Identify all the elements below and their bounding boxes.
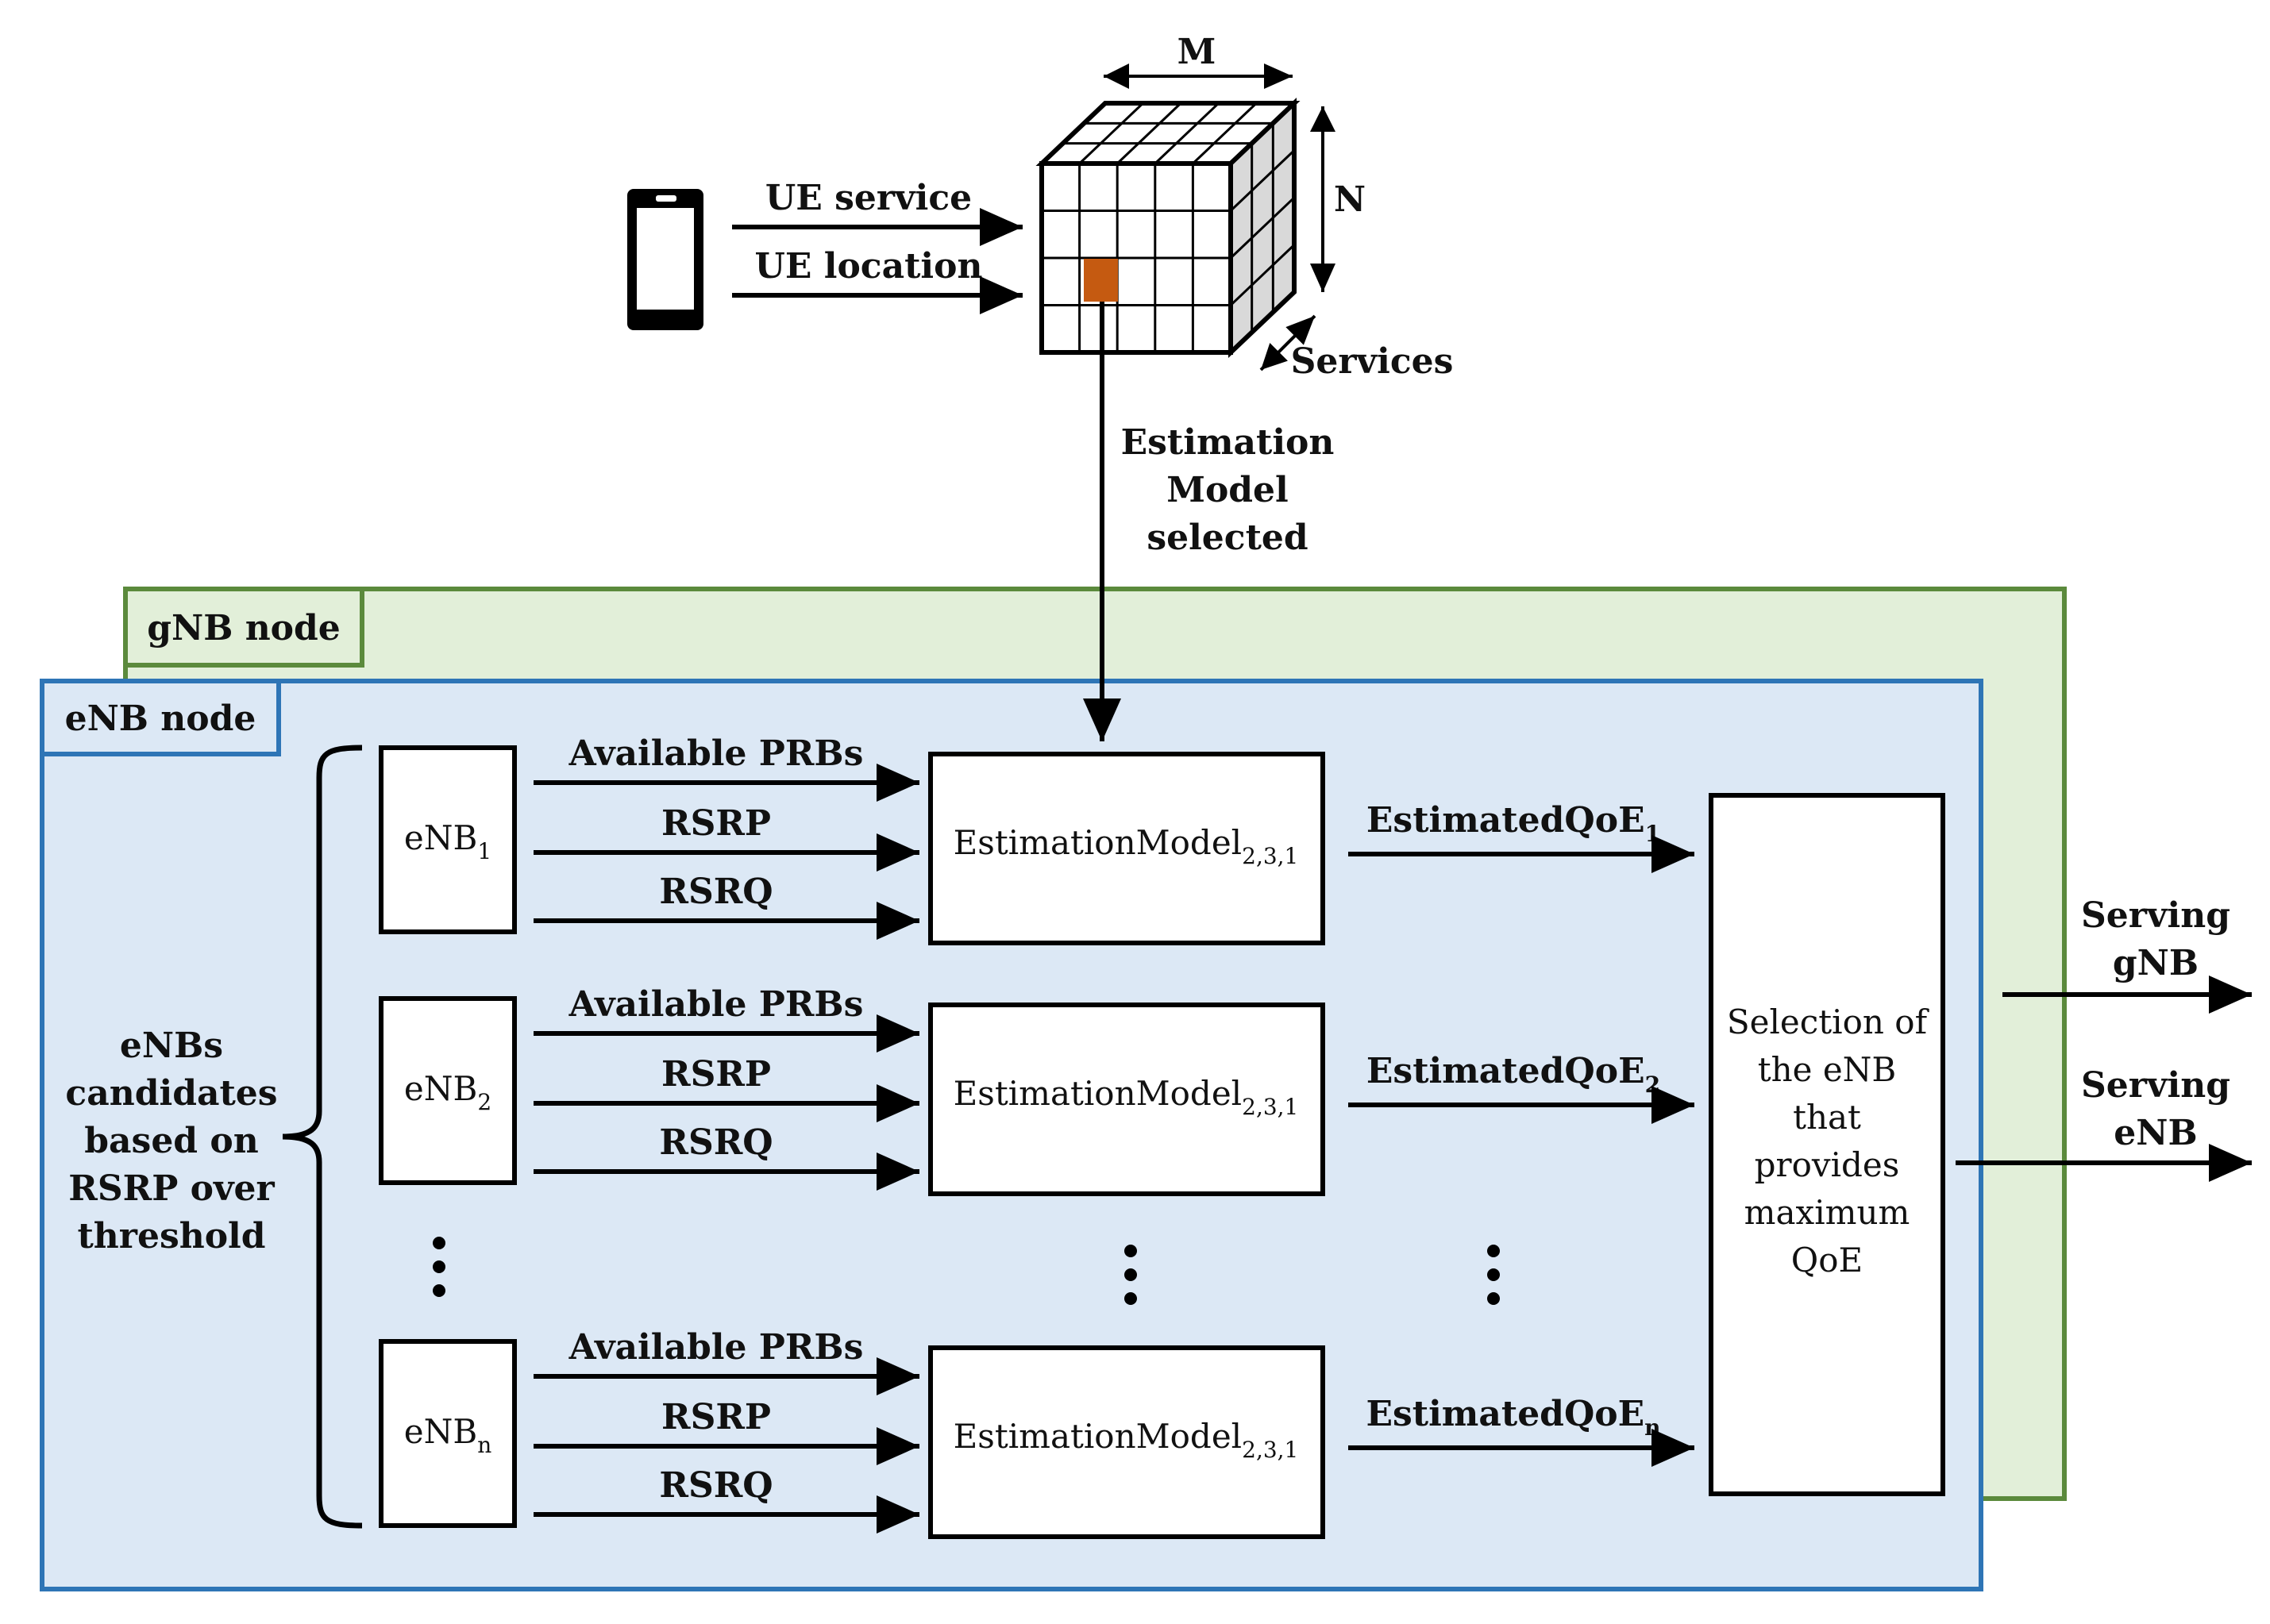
input-label: RSRP <box>661 1397 771 1437</box>
enb-box-label: eNB2 <box>404 1069 491 1115</box>
selection-box-line3: that <box>1793 1098 1861 1137</box>
estimation-model-label: EstimationModel2,3,1 <box>954 823 1299 869</box>
estimated-qoe-label: EstimatedQoEn <box>1366 1394 1660 1441</box>
selection-box <box>1709 793 1945 1496</box>
gnb-node-label-box <box>123 587 364 668</box>
serving-enb-line1: Serving <box>2081 1065 2230 1106</box>
enb-box-label: eNB1 <box>404 818 491 864</box>
selected-model-cell <box>1084 259 1118 302</box>
input-label: RSRP <box>661 1054 771 1095</box>
estimation-model-label: EstimationModel2,3,1 <box>954 1417 1299 1463</box>
candidates-label-line5: threshold <box>77 1216 265 1256</box>
enb-box-label: eNBn <box>404 1412 492 1458</box>
dim-m-label: M <box>1177 32 1216 72</box>
estimation-model-label: EstimationModel2,3,1 <box>954 1074 1299 1120</box>
enb-box <box>379 745 517 934</box>
input-label: RSRQ <box>659 1122 773 1163</box>
input-label: RSRP <box>661 803 771 844</box>
candidates-brace <box>282 745 363 1529</box>
input-label: RSRQ <box>659 872 773 912</box>
enb-box <box>379 996 517 1185</box>
input-label: Available PRBs <box>568 984 864 1025</box>
candidates-label-line3: based on <box>84 1121 258 1161</box>
enb-node-label-box <box>40 679 281 756</box>
selection-box-line2: the eNB <box>1758 1050 1897 1089</box>
dim-services-arrow <box>1259 314 1316 371</box>
enb-node-label: eNB node <box>65 698 256 739</box>
input-label: RSRQ <box>659 1465 773 1506</box>
candidates-label: eNBs candidates based on RSRP over thres… <box>65 1026 277 1256</box>
input-label: Available PRBs <box>568 733 864 774</box>
serving-gnb-line2: gNB <box>2113 943 2199 983</box>
serving-enb-line2: eNB <box>2114 1113 2197 1153</box>
mobile-phone-icon <box>627 189 703 330</box>
selection-box-line5: maximum <box>1744 1193 1910 1232</box>
selection-box-line4: provides <box>1755 1145 1900 1184</box>
selection-box-text: Selection of the eNB that provides maxim… <box>1727 1002 1930 1280</box>
selection-label-line2: Model <box>1166 470 1289 510</box>
input-label: Available PRBs <box>568 1327 864 1368</box>
estimated-qoe-label: EstimatedQoE2 <box>1366 1051 1660 1098</box>
gnb-node-label: gNB node <box>147 608 341 648</box>
dim-n-label: N <box>1334 179 1366 220</box>
estimation-model-box <box>928 752 1325 945</box>
selection-box-line6: QoE <box>1791 1241 1863 1280</box>
selection-label-line1: Estimation <box>1121 422 1335 463</box>
candidates-label-line2: candidates <box>65 1073 277 1114</box>
ue-service-label: UE service <box>765 178 972 218</box>
estimation-model-box <box>928 1002 1325 1196</box>
candidates-label-line4: RSRP over <box>68 1168 275 1209</box>
estimated-qoe-label: EstimatedQoE1 <box>1366 800 1660 847</box>
serving-gnb-line1: Serving <box>2081 895 2230 936</box>
ue-location-label: UE location <box>755 246 983 287</box>
enb-box <box>379 1339 517 1528</box>
candidates-label-line1: eNBs <box>120 1026 223 1066</box>
selection-box-line1: Selection of <box>1727 1002 1930 1041</box>
selection-label-line3: selected <box>1147 518 1308 558</box>
ellipsis-dots <box>433 1237 1500 1305</box>
dim-services-label: Services <box>1291 341 1454 382</box>
estimation-model-box <box>928 1345 1325 1539</box>
model-cube <box>1035 98 1301 358</box>
